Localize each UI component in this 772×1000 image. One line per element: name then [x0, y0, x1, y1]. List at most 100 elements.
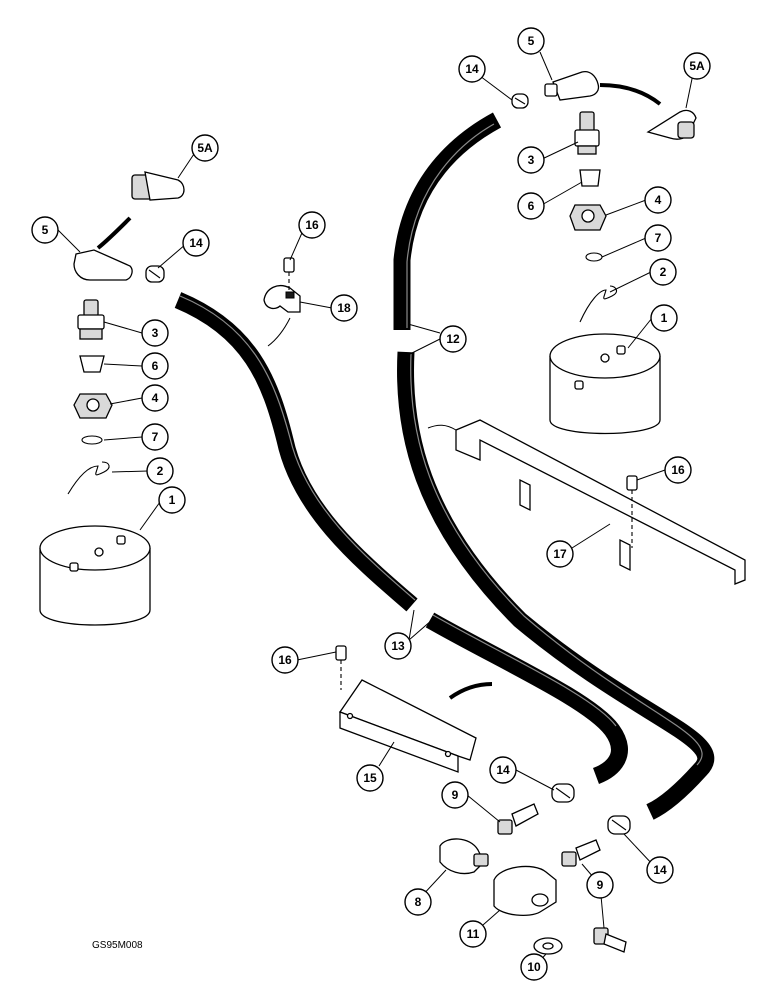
callout-14-top: 14: [458, 55, 486, 83]
svg-text:5: 5: [528, 34, 535, 48]
svg-text:2: 2: [660, 265, 667, 279]
svg-text:8: 8: [415, 895, 422, 909]
callout-9-left: 9: [441, 781, 469, 809]
svg-text:14: 14: [496, 763, 510, 777]
callout-4-left: 4: [141, 384, 169, 412]
bracket-15-arrow: [448, 682, 493, 700]
hose-clamp-14-bottom-right: [607, 815, 631, 835]
svg-text:17: 17: [553, 547, 567, 561]
o-ring-7-left: [81, 435, 103, 445]
hose-barb-9-right: [561, 839, 601, 867]
callout-6-left: 6: [141, 352, 169, 380]
svg-text:1: 1: [661, 311, 668, 325]
svg-text:16: 16: [671, 463, 685, 477]
callout-14-bottom-left: 14: [489, 756, 517, 784]
callout-2-right: 2: [649, 258, 677, 286]
svg-text:6: 6: [528, 199, 535, 213]
bolt-16-right: [626, 475, 638, 548]
hose-12-lower: [397, 351, 715, 820]
callout-5a-top-right: 5A: [683, 52, 711, 80]
svg-text:2: 2: [157, 464, 164, 478]
adapter-3-right: [574, 111, 600, 155]
washer-10: [533, 937, 563, 955]
callout-7-left: 7: [141, 423, 169, 451]
tee-11: [493, 865, 557, 917]
svg-text:9: 9: [452, 788, 459, 802]
swap-arrow-right: [599, 83, 662, 106]
callout-1-right: 1: [650, 304, 678, 332]
hose-clamp-14-bottom-left: [551, 783, 575, 803]
callout-6-right: 6: [517, 192, 545, 220]
hose-clamp-14-left: [145, 265, 165, 283]
callout-11: 11: [459, 920, 487, 948]
svg-text:14: 14: [653, 863, 667, 877]
svg-text:14: 14: [189, 236, 203, 250]
callout-3-right: 3: [517, 146, 545, 174]
callout-5-top-right: 5: [517, 27, 545, 55]
callout-16-bottom: 16: [271, 646, 299, 674]
callout-1-left: 1: [158, 486, 186, 514]
o-ring-7-right: [585, 252, 603, 262]
svg-text:3: 3: [528, 153, 535, 167]
clip-18: [263, 285, 301, 313]
callout-8: 8: [404, 888, 432, 916]
bracket-leader: [427, 424, 457, 431]
elbow-fitting-5a-right: [646, 109, 697, 140]
svg-text:7: 7: [152, 430, 159, 444]
callout-9-right: 9: [586, 871, 614, 899]
callout-16-right: 16: [664, 456, 692, 484]
bolt-16-top: [283, 257, 295, 290]
svg-text:1: 1: [169, 493, 176, 507]
svg-text:15: 15: [363, 771, 377, 785]
elbow-8: [439, 838, 489, 875]
svg-text:16: 16: [305, 218, 319, 232]
svg-text:14: 14: [465, 62, 479, 76]
callout-12: 12: [439, 325, 467, 353]
spring-clip-2-left: [67, 461, 110, 495]
callout-15: 15: [356, 764, 384, 792]
clip-leader: [267, 317, 291, 347]
callout-5a-left: 5A: [191, 134, 219, 162]
callout-14-left: 14: [182, 229, 210, 257]
hose-barb-9-left: [497, 803, 539, 835]
bracket-17: [455, 419, 746, 585]
svg-text:18: 18: [337, 301, 351, 315]
hose-12-upper: [393, 112, 502, 330]
svg-text:13: 13: [391, 639, 405, 653]
callout-18: 18: [330, 294, 358, 322]
callout-14-bottom-right: 14: [646, 856, 674, 884]
elbow-fitting-5-left: [73, 249, 133, 281]
bolt-16-bottom: [335, 645, 347, 690]
bracket-15: [338, 679, 477, 773]
callout-4-right: 4: [644, 186, 672, 214]
nut-4-left: [73, 393, 113, 419]
callout-3-left: 3: [141, 319, 169, 347]
nut-4-right: [569, 204, 607, 231]
svg-text:5: 5: [42, 223, 49, 237]
adapter-3-left: [77, 299, 105, 340]
swap-arrow-left: [96, 216, 132, 250]
svg-text:5A: 5A: [197, 141, 213, 155]
hose-13-upper: [174, 292, 418, 612]
fitting-6-right: [579, 169, 601, 187]
svg-text:5A: 5A: [689, 59, 705, 73]
callout-5-left: 5: [31, 216, 59, 244]
svg-text:7: 7: [655, 231, 662, 245]
hose-13-lower: [425, 612, 628, 784]
svg-text:3: 3: [152, 326, 159, 340]
callout-2-left: 2: [146, 457, 174, 485]
callout-10: 10: [520, 953, 548, 981]
svg-text:4: 4: [655, 193, 662, 207]
svg-text:9: 9: [597, 878, 604, 892]
hose-barb-9-lower: [593, 927, 627, 953]
filter-canister-1-left: [39, 525, 151, 626]
callout-16-top: 16: [298, 211, 326, 239]
svg-text:16: 16: [278, 653, 292, 667]
callout-13: 13: [384, 632, 412, 660]
elbow-fitting-5a-left: [131, 171, 185, 201]
svg-text:10: 10: [527, 960, 541, 974]
fitting-6-left: [79, 355, 105, 373]
svg-text:12: 12: [446, 332, 460, 346]
svg-text:4: 4: [152, 391, 159, 405]
